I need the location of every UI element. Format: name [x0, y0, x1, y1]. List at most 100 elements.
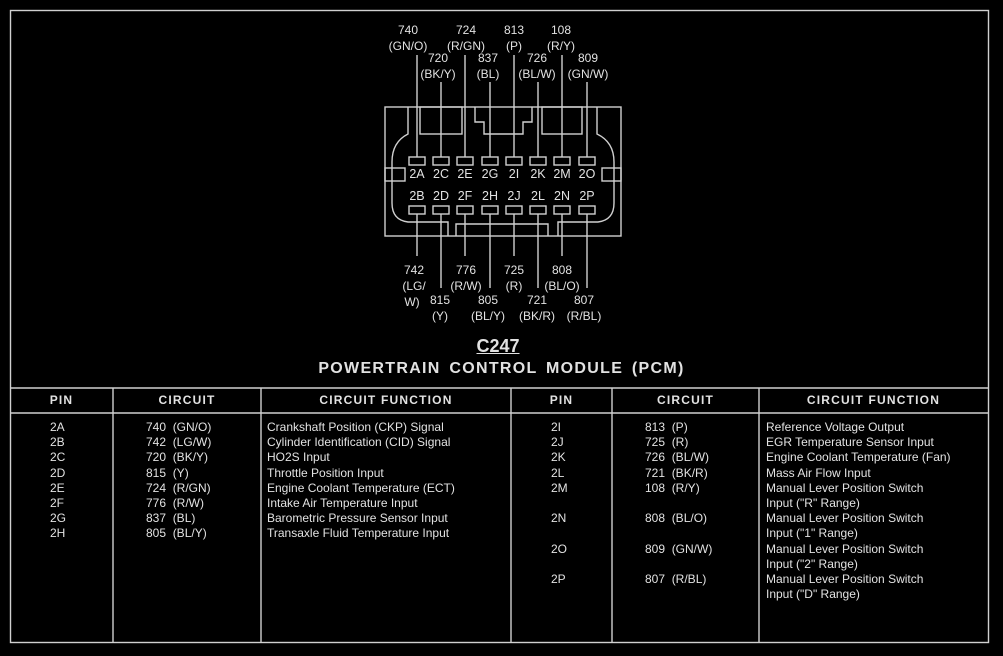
wire-color: (R/Y) — [547, 39, 575, 53]
wire-color: (BL/O) — [544, 279, 579, 293]
table-cell-circuit: 742 (LG/W) — [146, 435, 212, 450]
page-border — [9, 9, 990, 644]
header-circuit-right: CIRCUIT — [656, 393, 715, 407]
header-function-right: CIRCUIT FUNCTION — [806, 393, 941, 407]
pin-label: 2K — [530, 167, 546, 181]
top-notch-center — [474, 107, 533, 135]
table-cell-pin: 2O — [551, 541, 568, 556]
pin-label: 2J — [507, 189, 520, 203]
table-cell-circuit: 108 (R/Y) — [645, 480, 700, 495]
table-cell-pin: 2M — [551, 480, 568, 495]
circuit-number: 721 — [527, 293, 547, 307]
pin-label: 2H — [482, 189, 498, 203]
pin-label: 2O — [579, 167, 596, 181]
pin-terminal — [578, 156, 596, 166]
wire-color: (R/BL) — [567, 309, 602, 323]
table-cell-circuit: 813 (P) — [645, 420, 688, 434]
pin-terminal — [505, 156, 523, 166]
wire-color: (R) — [506, 279, 523, 293]
circuit-number: 724 — [456, 23, 476, 37]
table-cell-function: Cylinder Identification (CID) Signal — [267, 435, 451, 450]
table-cell-circuit: 740 (GN/O) — [146, 420, 212, 434]
pin-terminal — [456, 156, 474, 166]
table-cell-function: Manual Lever Position Switch Input ("1" … — [766, 511, 924, 541]
table-cell-function: Engine Coolant Temperature (Fan) — [766, 450, 951, 465]
wire-color-continued: W) — [404, 295, 419, 309]
wire-color: (R/GN) — [447, 39, 485, 53]
table-column-dividers — [112, 388, 760, 643]
circuit-number: 837 — [478, 51, 498, 65]
table-cell-pin: 2P — [551, 572, 566, 586]
circuit-number: 742 — [404, 263, 424, 277]
wire-color: (Y) — [432, 309, 448, 323]
table-cell-circuit: 837 (BL) — [146, 511, 196, 526]
table-cell-pin: 2I — [551, 420, 562, 434]
table-cell-pin: 2K — [551, 450, 566, 465]
table-cell-function: Crankshaft Position (CKP) Signal — [267, 420, 444, 434]
table-cell-pin: 2C — [50, 450, 66, 465]
pin-label: 2F — [458, 189, 473, 203]
pin-label: 2I — [509, 167, 519, 181]
connector-pins: 2A740(GN/O)2C720(BK/Y)2E724(R/GN)2G837(B… — [389, 23, 609, 323]
wire-color: (GN/O) — [389, 39, 428, 53]
table-cell-circuit: 807 (R/BL) — [645, 572, 707, 586]
table-cell-function: Manual Lever Position Switch Input ("D" … — [766, 572, 924, 602]
pin-terminal — [529, 156, 547, 166]
table-cell-pin: 2F — [50, 496, 65, 510]
pin-terminal — [578, 205, 596, 215]
pin-label: 2D — [433, 189, 449, 203]
wire-color: (BL) — [477, 67, 500, 81]
table-cell-circuit: 725 (R) — [645, 435, 689, 450]
table-cell-function: Manual Lever Position Switch Input ("R" … — [766, 480, 924, 510]
circuit-number: 776 — [456, 263, 476, 277]
table-cell-function: HO2S Input — [267, 450, 330, 465]
table-cell-function: Throttle Position Input — [267, 465, 384, 480]
table-cell-pin: 2N — [551, 511, 567, 526]
table-cell-pin: 2G — [50, 511, 67, 526]
circuit-number: 725 — [504, 263, 524, 277]
header-pin-left: PIN — [49, 393, 74, 407]
table-cell-pin: 2B — [50, 435, 65, 450]
table-cell-pin: 2D — [50, 465, 66, 480]
pin-terminal — [456, 205, 474, 215]
wire-color: (LG/ — [402, 279, 426, 293]
header-circuit-left: CIRCUIT — [158, 393, 216, 407]
pin-label: 2C — [433, 167, 449, 181]
pin-label: 2P — [579, 189, 594, 203]
circuit-number: 807 — [574, 293, 594, 307]
circuit-number: 740 — [398, 23, 418, 37]
pin-terminal — [553, 156, 571, 166]
wire-color: (BK/Y) — [420, 67, 455, 81]
wire-color: (R/W) — [450, 279, 481, 293]
table-cell-circuit: 726 (BL/W) — [645, 450, 710, 465]
table-cell-circuit: 724 (R/GN) — [146, 480, 211, 495]
table-cell-function: Mass Air Flow Input — [766, 465, 871, 480]
circuit-number: 108 — [551, 23, 571, 37]
table-cell-circuit: 815 (Y) — [146, 465, 189, 480]
pin-terminal — [408, 205, 426, 215]
table-cell-pin: 2H — [50, 526, 66, 541]
table-cell-circuit: 720 (BK/Y) — [146, 450, 209, 465]
table-cell-function: EGR Temperature Sensor Input — [766, 435, 934, 450]
pin-terminal — [408, 156, 426, 166]
table-cell-function: Barometric Pressure Sensor Input — [267, 511, 448, 526]
table-cell-function: Intake Air Temperature Input — [267, 496, 418, 510]
table-cell-pin: 2A — [50, 420, 65, 434]
pin-terminal — [529, 205, 547, 215]
circuit-number: 813 — [504, 23, 524, 37]
table-cell-pin: 2L — [551, 465, 565, 480]
circuit-number: 720 — [428, 51, 448, 65]
pin-terminal — [481, 205, 499, 215]
pin-terminal — [432, 205, 450, 215]
pin-label: 2N — [554, 189, 570, 203]
table-cell-function: Engine Coolant Temperature (ECT) — [267, 480, 455, 495]
pin-label: 2A — [409, 167, 425, 181]
circuit-number: 808 — [552, 263, 572, 277]
table-cell-circuit: 808 (BL/O) — [645, 511, 708, 526]
table-cell-circuit: 805 (BL/Y) — [146, 526, 207, 541]
wire-color: (BL/W) — [518, 67, 555, 81]
table-cell-circuit: 721 (BK/R) — [645, 465, 708, 480]
table-cell-function: Reference Voltage Output — [766, 420, 905, 434]
side-latch-left — [384, 167, 406, 182]
